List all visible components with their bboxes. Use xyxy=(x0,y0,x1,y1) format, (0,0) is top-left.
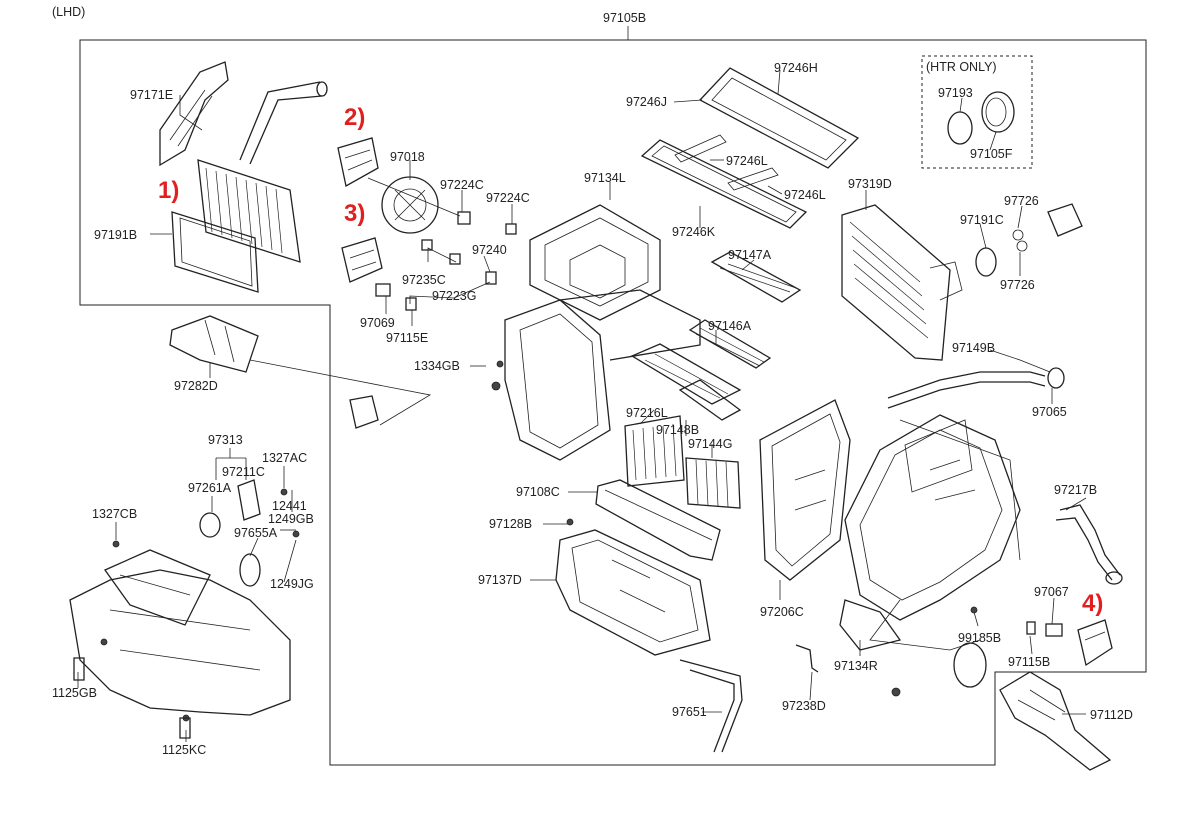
part-label: 97146A xyxy=(708,319,752,333)
part-label: 97191B xyxy=(94,228,137,242)
marker-4: 4) xyxy=(1082,590,1103,617)
lever-97018 xyxy=(381,176,439,234)
part-label: 97246J xyxy=(626,95,667,109)
callout-markers: 1) 2) 3) 4) xyxy=(158,104,1103,617)
part-label: 97651 xyxy=(672,705,707,719)
part-label: 97224C xyxy=(440,178,484,192)
heater-case-right xyxy=(839,414,1021,651)
part-label: 97128B xyxy=(489,517,532,531)
part-label: 1327AC xyxy=(262,451,307,465)
part-label: 97191C xyxy=(960,213,1004,227)
part-label: 97235C xyxy=(402,273,446,287)
pipe-97149B xyxy=(887,367,1065,409)
part-label: 97224C xyxy=(486,191,530,205)
marker-3: 3) xyxy=(344,200,365,227)
part-label: 97246K xyxy=(672,225,716,239)
part-label: 97246H xyxy=(774,61,818,75)
part-label: 97246L xyxy=(784,188,826,202)
drain-hoses xyxy=(679,644,819,753)
part-label: 97069 xyxy=(360,316,395,330)
part-label: 97018 xyxy=(390,150,425,164)
part-label: 1334GB xyxy=(414,359,460,373)
filter-frame xyxy=(640,67,860,229)
air-guide xyxy=(595,479,721,561)
part-label: 97313 xyxy=(208,433,243,447)
part-label: 97171E xyxy=(130,88,173,102)
part-label: 97144G xyxy=(688,437,732,451)
part-label: 97115B xyxy=(1008,655,1050,669)
lhd-note: (LHD) xyxy=(52,5,85,19)
assembly-frame xyxy=(79,39,1147,766)
part-label: 97112D xyxy=(1090,708,1133,722)
part-label: 97065 xyxy=(1032,405,1067,419)
lower-case xyxy=(555,529,711,656)
part-label: 97137D xyxy=(478,573,522,587)
marker-1: 1) xyxy=(158,177,179,204)
actuator-bottom xyxy=(1026,619,1113,667)
part-label: 97319D xyxy=(848,177,892,191)
part-label: 1125GB xyxy=(52,686,97,700)
part-label: 97726 xyxy=(1000,278,1035,292)
htr-only-box xyxy=(921,55,1033,169)
small-clips xyxy=(375,211,517,311)
part-label: 97216L xyxy=(626,406,668,420)
engine-block xyxy=(69,479,300,739)
part-label: 97149B xyxy=(952,341,995,355)
part-label: 97726 xyxy=(1004,194,1039,208)
part-label: 97147A xyxy=(728,248,772,262)
part-label: 97134R xyxy=(834,659,878,673)
actuator-top xyxy=(337,137,379,188)
heater-core-group xyxy=(159,61,328,293)
marker-2: 2) xyxy=(344,104,365,131)
part-label: 97206C xyxy=(760,605,804,619)
part-label: 97217B xyxy=(1054,483,1097,497)
part-label: 1249GB xyxy=(268,512,314,526)
part-label: 97240 xyxy=(472,243,507,257)
evaporator xyxy=(841,204,963,361)
part-label: 97067 xyxy=(1034,585,1069,599)
leader-lines xyxy=(77,69,1087,742)
part-label: 97134L xyxy=(584,171,626,185)
part-label: 1125KC xyxy=(162,743,206,757)
part-label: 1249JG xyxy=(270,577,314,591)
intake-case xyxy=(504,204,701,461)
assembly-label: 97105B xyxy=(603,11,646,25)
part-label: 12441 xyxy=(272,499,307,513)
part-label: 97108C xyxy=(516,485,560,499)
part-label: 97211C xyxy=(222,465,265,479)
part-label: 97148B xyxy=(656,423,699,437)
part-label: 97282D xyxy=(174,379,218,393)
actuator-mid xyxy=(341,237,383,283)
part-labels: 97171E 97191B 97018 97224C 97224C 97240 … xyxy=(52,61,1133,757)
hose-97217B xyxy=(1055,504,1123,585)
scroll-case xyxy=(759,399,851,581)
part-label: 97655A xyxy=(234,526,278,540)
part-label: 1327CB xyxy=(92,507,137,521)
resistor-97282D xyxy=(169,315,379,429)
fasteners xyxy=(491,360,978,697)
part-label: 97246L xyxy=(726,154,768,168)
part-label: 97105F xyxy=(970,147,1013,161)
part-label: 97193 xyxy=(938,86,973,100)
door-parts xyxy=(624,251,802,509)
part-label: 99185B xyxy=(958,631,1001,645)
part-label: 97261A xyxy=(188,481,232,495)
part-label: 97115E xyxy=(386,331,428,345)
part-label: 97223G xyxy=(432,289,476,303)
htr-only-note: (HTR ONLY) xyxy=(926,60,997,74)
part-label: 97238D xyxy=(782,699,826,713)
